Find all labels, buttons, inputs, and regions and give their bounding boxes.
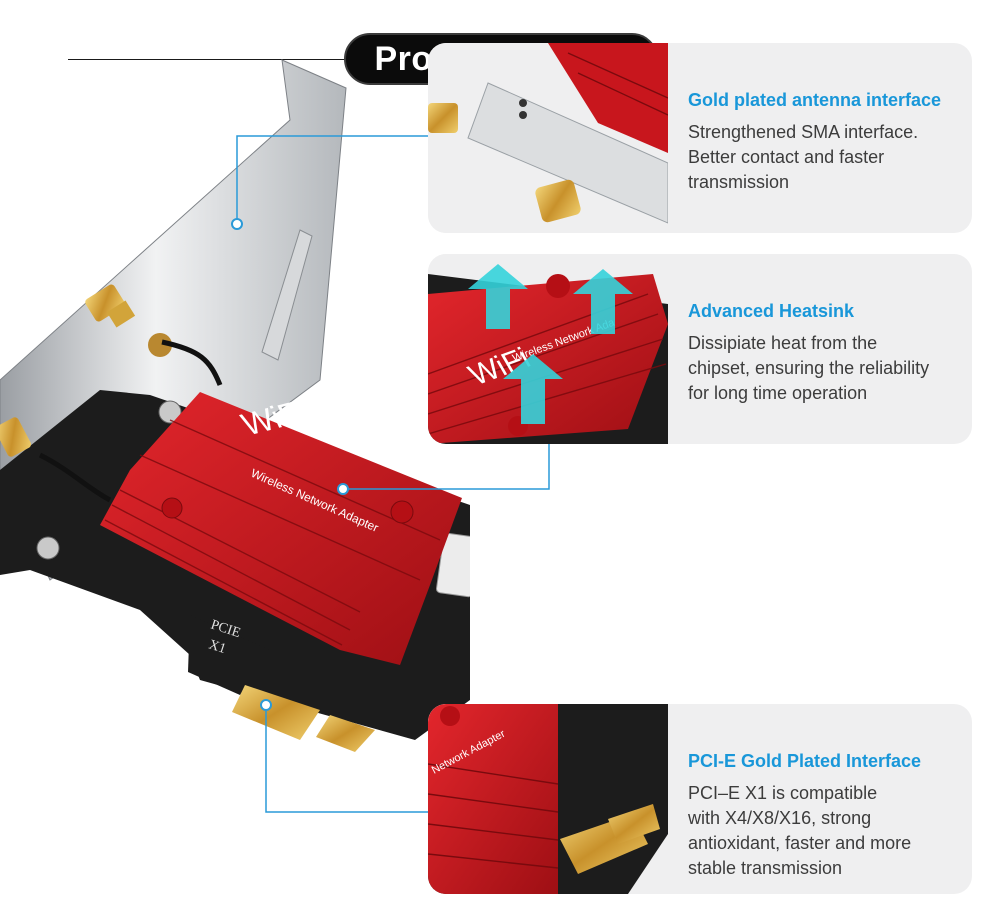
- title-rule-left: [68, 59, 350, 60]
- feature-card-pcie: Network Adapter PCI-E Gold Plated Interf…: [428, 704, 972, 894]
- antenna-connectors: [0, 284, 223, 503]
- feature-heading: Advanced Heatsink: [688, 301, 855, 321]
- pcie-thumb-image: Network Adapter: [428, 704, 668, 894]
- feature-heading: PCI-E Gold Plated Interface: [688, 751, 922, 771]
- feature-description-line: with X4/X8/X16, strong: [688, 808, 872, 828]
- heatsink-thumb-image: WiFi Wireless Network Ada: [428, 254, 668, 444]
- feature-description-line: for long time operation: [688, 383, 868, 403]
- feature-description-line: PCI–E X1 is compatible: [688, 783, 878, 803]
- x1-label: X1: [207, 638, 228, 658]
- feature-description-line: Strengthened SMA interface.: [688, 122, 919, 142]
- airflow-arrow-icons: [468, 264, 633, 424]
- feature-card-heatsink: WiFi Wireless Network Ada Advanced Heats…: [428, 254, 972, 444]
- feature-description-line: antioxidant, faster and more: [688, 833, 912, 853]
- feature-heading: Gold plated antenna interface: [688, 90, 942, 110]
- feature-description-line: Dissipiate heat from the: [688, 333, 878, 353]
- antenna-thumb-image: [428, 43, 668, 233]
- feature-description-line: chipset, ensuring the reliability: [688, 358, 930, 378]
- product-main-image: PCIE X1 WiFi Wireless Network Adapter: [0, 59, 470, 752]
- feature-description-line: Better contact and faster: [688, 147, 885, 167]
- feature-card-antenna: Gold plated antenna interface Strengthen…: [428, 43, 972, 233]
- feature-description-line: stable transmission: [688, 858, 843, 878]
- feature-description-line: transmission: [688, 172, 790, 192]
